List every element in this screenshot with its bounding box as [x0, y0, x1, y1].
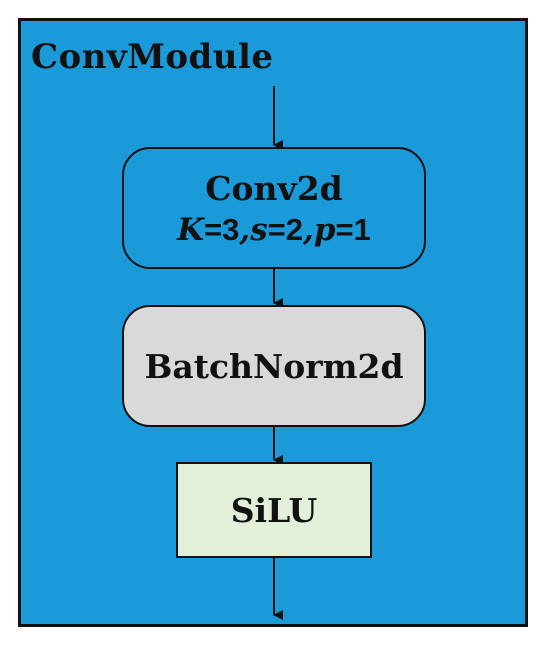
param-separator: ,	[239, 211, 251, 248]
module-title: ConvModule	[31, 37, 274, 77]
param-padding-symbol: p	[313, 211, 336, 248]
param-separator: ,	[303, 211, 314, 248]
param-padding-op: =	[335, 211, 354, 247]
param-stride-op: =	[267, 211, 286, 247]
conv2d-node: Conv2d K=3,s=2,p=1	[122, 147, 426, 269]
conv2d-label: Conv2d	[205, 168, 343, 208]
param-stride-value: 2	[285, 211, 304, 247]
param-kernel-value: 3	[222, 211, 240, 247]
param-kernel-symbol: K	[177, 211, 205, 248]
silu-node: SiLU	[176, 462, 372, 558]
param-padding-value: 1	[353, 211, 371, 247]
param-stride-symbol: s	[250, 211, 268, 248]
batchnorm2d-label: BatchNorm2d	[144, 346, 404, 386]
batchnorm2d-node: BatchNorm2d	[122, 305, 426, 427]
param-kernel-op: =	[204, 211, 223, 247]
conv2d-params: K=3,s=2,p=1	[177, 212, 371, 248]
silu-label: SiLU	[230, 490, 318, 530]
